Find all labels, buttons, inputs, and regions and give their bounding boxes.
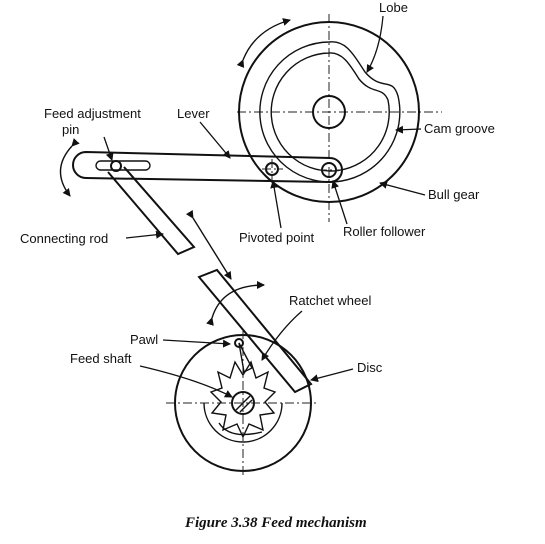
cam-groove-inner [270,52,390,172]
pawl [238,342,253,374]
label-lobe: Lobe [379,0,408,15]
inner-arc [203,402,283,443]
label-bull-gear: Bull gear [428,187,480,202]
bull-gear-rotation-arrow [236,18,291,68]
label-pawl: Pawl [130,332,158,347]
label-lever: Lever [177,106,210,121]
label-disc: Disc [357,360,383,375]
label-roller-follower: Roller follower [343,224,426,239]
label-ratchet-wheel: Ratchet wheel [289,293,371,308]
disc-rotation-arrow [206,281,265,326]
label-connecting-rod: Connecting rod [20,231,108,246]
bull-gear-hub [312,95,346,129]
lever [59,138,343,197]
label-feed-shaft: Feed shaft [70,351,132,366]
connecting-rod [107,166,313,394]
label-pivoted-point: Pivoted point [239,230,315,245]
ratchet-rotation-arrow [218,422,263,436]
lever-slot [95,160,151,171]
lever-rotation-arrow [59,138,80,197]
disc-assembly [166,281,318,478]
figure-caption: Figure 3.38 Feed mechanism [184,515,367,531]
label-cam-groove: Cam groove [424,121,495,136]
cam-groove-outer [259,41,401,183]
bull-gear [236,14,442,222]
connecting-rod-motion-arrow [185,209,232,280]
labels: Lobe Feed adjustment pin Lever Cam groov… [20,0,495,398]
feed-adjustment-pin [110,160,122,172]
label-feed-adjustment-1: Feed adjustment [44,106,141,121]
label-feed-adjustment-2: pin [62,122,79,137]
